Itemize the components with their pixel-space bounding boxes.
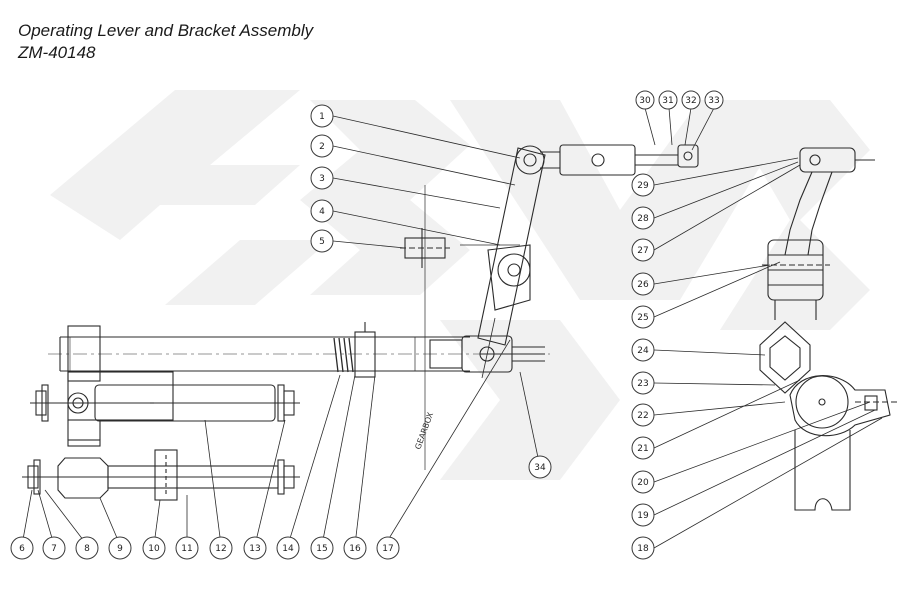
callout-9: 9 (108, 536, 132, 560)
svg-text:23: 23 (637, 379, 648, 389)
svg-text:13: 13 (249, 544, 260, 554)
svg-text:29: 29 (637, 181, 649, 191)
callout-3: 3 (310, 166, 334, 190)
callout-26: 26 (631, 272, 655, 296)
lower-pin-assembly (22, 449, 300, 501)
spring-and-collar (333, 322, 376, 378)
main-shaft (48, 336, 550, 372)
callout-13: 13 (243, 536, 267, 560)
svg-text:25: 25 (637, 313, 648, 323)
part-number: ZM-40148 (18, 43, 96, 62)
callout-17: 17 (376, 536, 400, 560)
svg-text:4: 4 (319, 207, 325, 217)
callout-20: 20 (631, 470, 655, 494)
callout-22: 22 (631, 403, 655, 427)
callout-8: 8 (75, 536, 99, 560)
svg-text:6: 6 (19, 544, 25, 554)
gearbox-note: GEARBOX (413, 411, 435, 451)
svg-text:34: 34 (534, 463, 546, 473)
callout-30: 30 (635, 90, 655, 110)
bracket-body (67, 325, 174, 447)
callout-16: 16 (343, 536, 367, 560)
callout-11: 11 (175, 536, 199, 560)
svg-text:21: 21 (637, 444, 648, 454)
svg-text:14: 14 (282, 544, 294, 554)
svg-text:28: 28 (637, 214, 649, 224)
callout-12: 12 (209, 536, 233, 560)
svg-text:24: 24 (637, 346, 649, 356)
callout-31: 31 (658, 90, 678, 110)
svg-text:12: 12 (215, 544, 226, 554)
svg-text:11: 11 (181, 544, 192, 554)
shaft-end-clevis (429, 335, 545, 373)
callout-4: 4 (310, 199, 334, 223)
callout-15: 15 (310, 536, 334, 560)
svg-text:17: 17 (382, 544, 393, 554)
page-title: Operating Lever and Bracket Assembly (18, 21, 314, 40)
svg-text:10: 10 (148, 544, 160, 554)
callout-23: 23 (631, 371, 655, 395)
svg-text:16: 16 (349, 544, 361, 554)
callout-32: 32 (681, 90, 701, 110)
callout-19: 19 (631, 503, 655, 527)
svg-text:8: 8 (84, 544, 90, 554)
operating-lever (460, 145, 546, 379)
svg-text:31: 31 (662, 96, 673, 106)
main-drawing (22, 144, 900, 511)
right-lower-fork (794, 430, 851, 511)
svg-text:27: 27 (637, 246, 648, 256)
callouts: 1 2 3 4 5 30 31 32 33 29 28 27 26 25 24 … (10, 90, 724, 560)
svg-text:32: 32 (685, 96, 696, 106)
title-block: Operating Lever and Bracket Assembly ZM-… (18, 20, 313, 64)
svg-text:26: 26 (637, 280, 649, 290)
svg-text:22: 22 (637, 411, 648, 421)
svg-text:3: 3 (319, 174, 325, 184)
svg-text:9: 9 (117, 544, 123, 554)
middle-pin-assembly (30, 384, 300, 422)
svg-text:2: 2 (319, 142, 325, 152)
leader-lines (21, 107, 883, 549)
svg-text:18: 18 (637, 544, 649, 554)
svg-text:5: 5 (319, 237, 325, 247)
callout-1: 1 (310, 104, 334, 128)
callout-18: 18 (631, 536, 655, 560)
callout-21: 21 (631, 436, 655, 460)
callout-2: 2 (310, 134, 334, 158)
svg-text:15: 15 (316, 544, 327, 554)
callout-28: 28 (631, 206, 655, 230)
svg-text:19: 19 (637, 511, 649, 521)
svg-text:7: 7 (51, 544, 57, 554)
callout-24: 24 (631, 338, 655, 362)
svg-text:20: 20 (637, 478, 649, 488)
callout-7: 7 (42, 536, 66, 560)
callout-34: 34 (528, 455, 552, 479)
svg-text:1: 1 (319, 112, 325, 122)
turnbuckle-rod (540, 144, 699, 176)
callout-33: 33 (704, 90, 724, 110)
callout-29: 29 (631, 173, 655, 197)
callout-25: 25 (631, 305, 655, 329)
right-hex-and-lever (759, 321, 900, 437)
svg-text:33: 33 (708, 96, 719, 106)
callout-27: 27 (631, 238, 655, 262)
callout-6: 6 (10, 536, 34, 560)
callout-10: 10 (142, 536, 166, 560)
svg-text:30: 30 (639, 96, 651, 106)
callout-5: 5 (310, 229, 334, 253)
callout-14: 14 (276, 536, 300, 560)
